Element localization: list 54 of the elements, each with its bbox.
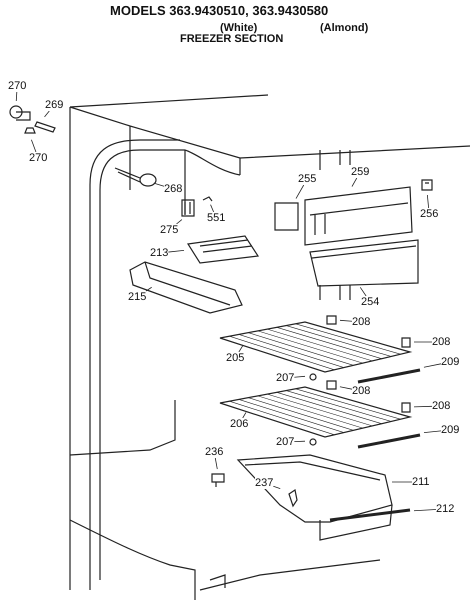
- callout-number: 236: [205, 446, 224, 458]
- leader-line: [294, 440, 306, 442]
- leader-line: [44, 110, 50, 118]
- callout-number: 275: [160, 224, 178, 236]
- leader-line: [214, 458, 218, 470]
- leader-line: [168, 250, 184, 252]
- callout-number: 268: [164, 183, 182, 195]
- leader-line: [424, 430, 442, 433]
- leader-line: [272, 486, 281, 490]
- callout-number: 269: [45, 99, 64, 111]
- callout-number: 212: [436, 503, 454, 515]
- callout-number: 211: [412, 476, 430, 488]
- callout-number: 270: [8, 80, 26, 92]
- leader-line: [340, 386, 352, 390]
- leader-line: [360, 286, 367, 296]
- leader-line: [242, 412, 246, 418]
- leader-line: [294, 376, 306, 378]
- callout-number: 259: [351, 166, 370, 178]
- callout-number: 270: [29, 152, 48, 164]
- leader-line: [424, 363, 442, 368]
- callout-number: 208: [352, 385, 370, 397]
- leader-line: [296, 184, 304, 199]
- callout-number: 254: [361, 296, 380, 308]
- callout-number: 213: [150, 247, 168, 259]
- callout-number: 215: [128, 291, 146, 303]
- callout-number: 205: [226, 352, 244, 364]
- callout-number: 551: [207, 212, 226, 224]
- callout-number: 256: [420, 208, 438, 220]
- model-color-label: (White): [220, 22, 258, 34]
- callout-number: 207: [276, 436, 294, 448]
- callout-number: 255: [298, 173, 316, 185]
- leader-line: [176, 219, 182, 224]
- model-color-label: (Almond): [320, 22, 368, 34]
- callout-number: 208: [432, 336, 450, 348]
- leader-line: [426, 194, 429, 208]
- callout-number: 208: [352, 316, 370, 328]
- section-heading: FREEZER SECTION: [180, 33, 284, 45]
- leader-line: [31, 139, 36, 152]
- leader-line: [210, 204, 214, 212]
- leader-line: [238, 345, 244, 352]
- leader-line: [414, 509, 436, 512]
- callout-number: 237: [255, 477, 274, 489]
- callout-number: 209: [441, 424, 460, 436]
- callout-number: 207: [276, 372, 294, 384]
- callout-number: 206: [230, 418, 248, 430]
- leader-line: [414, 406, 432, 408]
- leader-line: [340, 320, 352, 322]
- title: MODELS 363.9430510, 363.9430580: [110, 3, 328, 18]
- leader-line: [146, 286, 152, 292]
- callout-number: 208: [432, 400, 450, 412]
- callout-number: 209: [441, 356, 460, 368]
- leader-line: [16, 92, 18, 102]
- leader-line: [153, 182, 164, 187]
- leader-line: [352, 178, 358, 187]
